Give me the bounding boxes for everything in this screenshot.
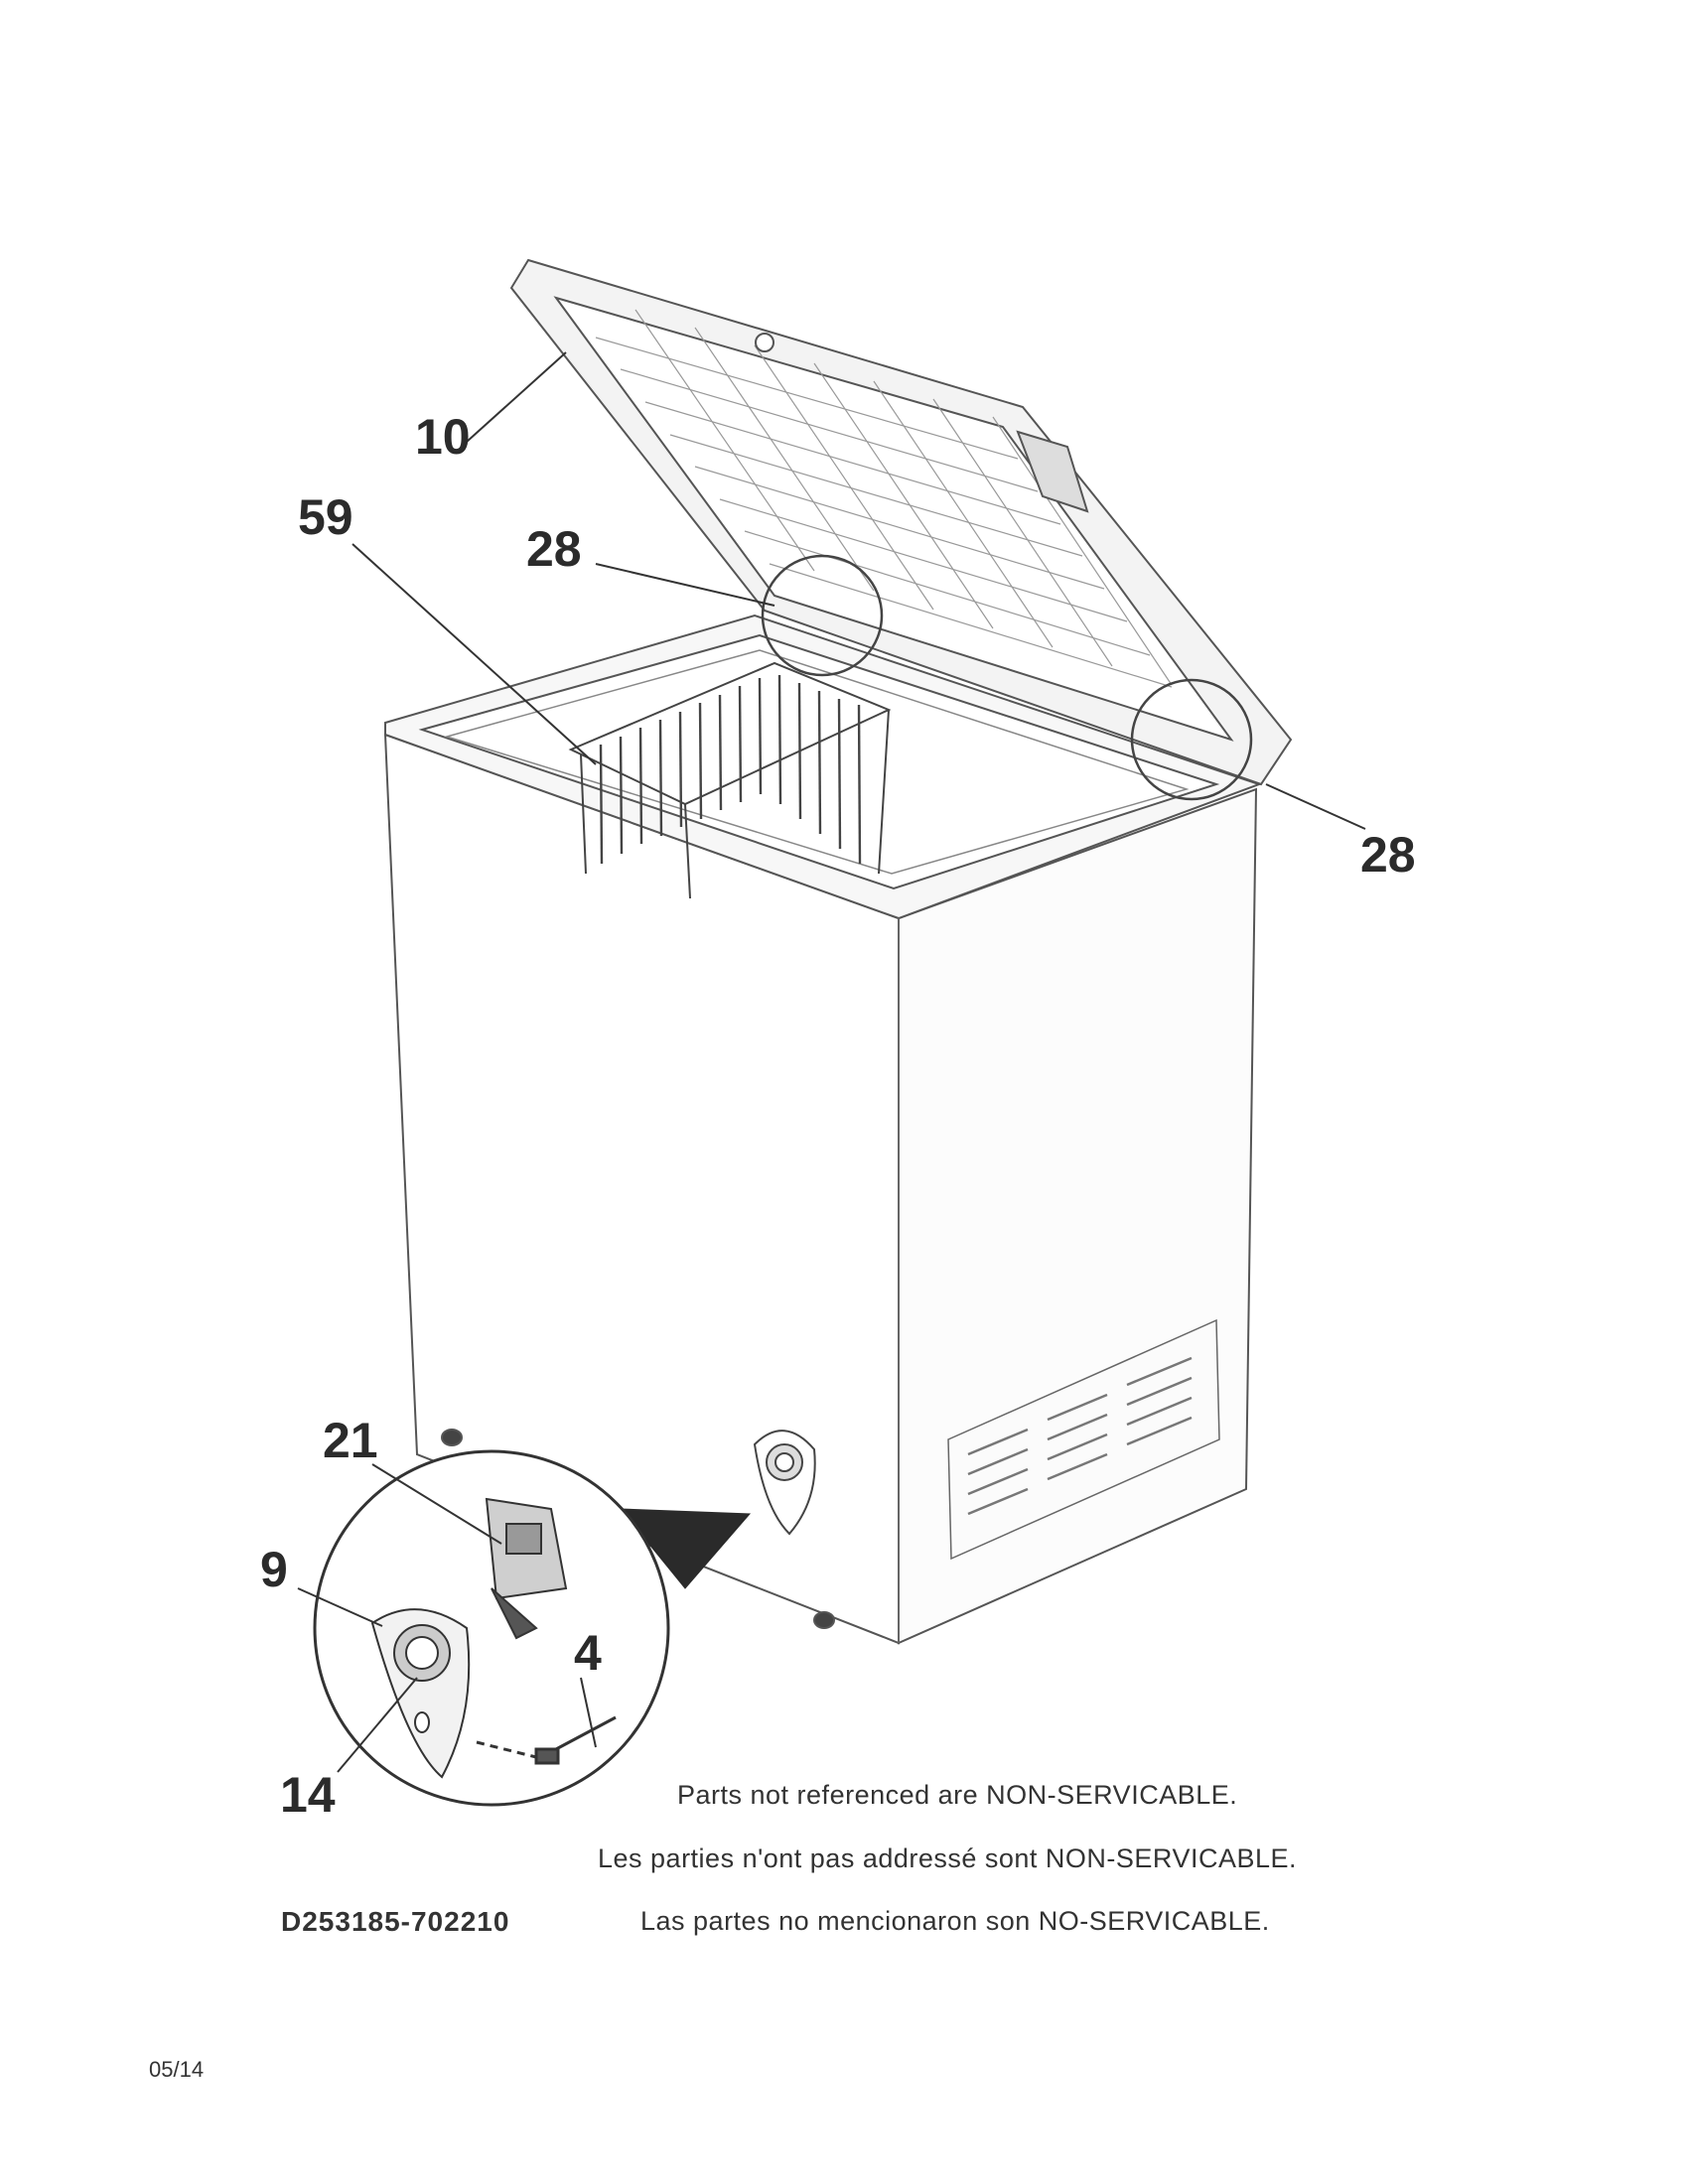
callout-hinge-left: 28 (526, 521, 582, 577)
sensor-part (476, 1715, 617, 1765)
thermostat-part (485, 1497, 568, 1640)
thermostat-detail-view (313, 1449, 670, 1807)
wire-basket (568, 661, 892, 899)
lid-handle (1016, 430, 1089, 513)
callout-basket: 59 (298, 489, 353, 545)
callout-control-housing: 9 (260, 1542, 288, 1597)
callout-thermostat: 21 (323, 1413, 378, 1468)
callout-lid: 10 (415, 409, 471, 465)
note-french: Les parties n'ont pas addressé sont NON-… (598, 1843, 1297, 1873)
hinge-right-detail (1130, 678, 1253, 801)
lid-liner-grid (595, 309, 1173, 688)
note-spanish: Las partes no mencionaron son NO-SERVICA… (640, 1906, 1270, 1936)
hinge-left-detail (761, 554, 884, 677)
document-code: D253185-702210 (281, 1906, 510, 1937)
leader-lines (297, 351, 1366, 1773)
cabinet-thermostat-housing (753, 1430, 816, 1536)
callout-knob: 14 (280, 1767, 336, 1823)
lid-lock-icon (755, 333, 774, 352)
callout-hinge-right: 28 (1360, 827, 1416, 883)
vent-grille (947, 1318, 1220, 1561)
document-date: 05/14 (149, 2057, 205, 2082)
control-housing-part (370, 1608, 471, 1779)
zoom-wedge (619, 1508, 752, 1589)
note-english: Parts not referenced are NON-SERVICABLE. (677, 1780, 1238, 1810)
callout-sensor: 4 (574, 1625, 602, 1681)
freezer-lid (509, 258, 1293, 786)
